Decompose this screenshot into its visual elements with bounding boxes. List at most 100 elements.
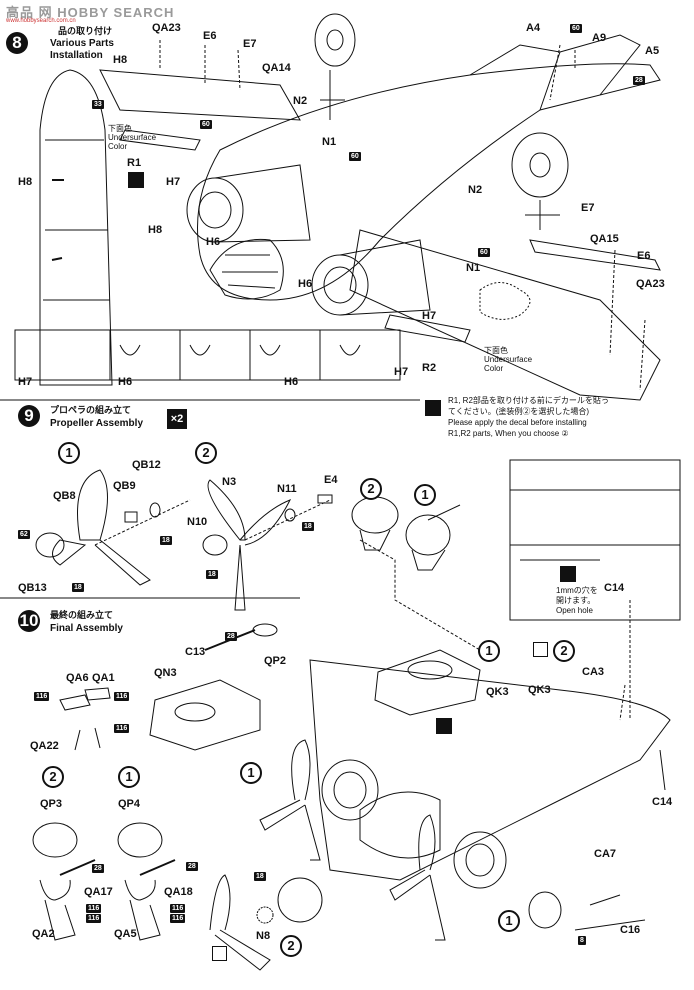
option-1-marker: 1 (118, 766, 140, 788)
color-code-badge: 60 (200, 120, 212, 129)
part-label-qa1: QA1 (92, 672, 115, 684)
part-label-h7-strip-2: H7 (394, 366, 409, 378)
option-2-marker: 2 (280, 935, 302, 957)
option-1-marker: 1 (478, 640, 500, 662)
part-label-e6: E6 (203, 30, 217, 42)
part-label-qa5: QA5 (114, 928, 137, 940)
open-hole-jp-1: 1mmの穴を (556, 586, 598, 595)
part-label-h8: H8 (113, 54, 128, 66)
step-8-title-jp: 品の取り付け (58, 26, 113, 36)
undersurface-note-top-en-2: Color (108, 142, 128, 151)
part-label-r2: R2 (422, 362, 437, 374)
color-code-badge: 116 (114, 724, 130, 733)
option-1-marker: 1 (58, 442, 80, 464)
part-label-a4: A4 (526, 22, 541, 34)
decal-note-en-2: R1,R2 parts, When you choose ② (448, 429, 569, 438)
part-label-n10: N10 (187, 516, 208, 528)
decal-icon (425, 400, 441, 416)
color-code-badge: 28 (92, 864, 104, 873)
part-label-h6: H6 (206, 236, 221, 248)
color-code-badge: 28 (225, 632, 237, 641)
option-2-marker: 2 (553, 640, 575, 662)
part-label-h6-strip-2: H6 (284, 376, 299, 388)
undersurface-note-top-en-1: Undersurface (108, 133, 157, 142)
part-label-h6-right: H6 (298, 278, 313, 290)
part-label-a9: A9 (592, 32, 607, 44)
color-code-badge: 28 (633, 76, 645, 85)
option-1-marker: 1 (240, 762, 262, 784)
part-label-qa22: QA22 (30, 740, 59, 752)
color-code-badge: 116 (170, 914, 186, 923)
part-label-e4: E4 (324, 474, 338, 486)
part-label-h8-fin-top: H8 (18, 176, 33, 188)
undersurface-note-bottom-en-2: Color (484, 364, 504, 373)
part-label-qa17: QA17 (84, 886, 113, 898)
part-label-n11: N11 (277, 483, 297, 495)
color-code-badge: 60 (570, 24, 582, 33)
color-code-badge: 116 (114, 692, 130, 701)
undersurface-note-top-jp: 下面色 (108, 124, 132, 133)
part-label-h7: H7 (166, 176, 181, 188)
undersurface-note-bottom-jp: 下面色 (484, 346, 508, 355)
color-code-badge: 18 (160, 536, 172, 545)
part-label-qk3-alt: QK3 (528, 684, 551, 696)
color-code-badge: 18 (254, 872, 266, 881)
undersurface-note-bottom-en-1: Undersurface (484, 355, 533, 364)
color-code-badge: 116 (34, 692, 50, 701)
part-label-qa18: QA18 (164, 886, 193, 898)
part-label-qp3: QP3 (40, 798, 63, 810)
decal-note-jp-2: てください。(塗装例②を選択した場合) (448, 407, 590, 416)
part-label-qb13: QB13 (18, 582, 47, 594)
cement-icon (533, 642, 548, 657)
part-label-n2-right: N2 (468, 184, 483, 196)
multiplier-badge: ×2 (167, 409, 187, 429)
part-label-c13: C13 (185, 646, 206, 658)
color-code-badge: 116 (86, 904, 102, 913)
decal-note-jp-1: R1, R2部品を取り付ける前にデカールを貼っ (448, 396, 609, 405)
decal-icon (128, 172, 144, 188)
part-label-n1: N1 (322, 136, 337, 148)
part-label-qa14: QA14 (262, 62, 291, 74)
part-label-qa23-right: QA23 (636, 278, 665, 290)
color-code-badge: 60 (478, 248, 490, 257)
part-label-qb12: QB12 (132, 459, 161, 471)
part-label-n8: N8 (256, 930, 271, 942)
option-1-marker: 1 (498, 910, 520, 932)
part-label-n1-right: N1 (466, 262, 481, 274)
option-1-marker: 1 (414, 484, 436, 506)
part-label-h7-strip-1: H7 (18, 376, 33, 388)
option-2-marker: 2 (42, 766, 64, 788)
step-9-title-jp: プロペラの組み立て (50, 405, 132, 415)
color-code-badge: 28 (186, 862, 198, 871)
part-label-qb9: QB9 (113, 480, 136, 492)
color-code-badge: 60 (349, 152, 361, 161)
watermark-brand: 高品 网 HOBBY SEARCH (6, 5, 175, 20)
part-label-a5: A5 (645, 45, 660, 57)
color-code-badge: 18 (72, 583, 84, 592)
part-label-h6-strip-1: H6 (118, 376, 133, 388)
color-code-badge: 18 (206, 570, 218, 579)
step-8-title-en-1: Various Parts (50, 38, 114, 49)
color-code-badge: 116 (170, 904, 186, 913)
part-label-e7: E7 (243, 38, 257, 50)
color-code-badge: 33 (92, 100, 104, 109)
part-label-qa2: QA2 (32, 928, 55, 940)
part-label-e6-right: E6 (637, 250, 651, 262)
decal-note-en-1: Please apply the decal before installing (448, 418, 587, 427)
step-10-title-en: Final Assembly (50, 623, 123, 634)
no-cement-icon (212, 946, 227, 961)
drill-icon (436, 718, 452, 734)
step-10-number: 10 (18, 610, 40, 632)
part-label-c16: C16 (620, 924, 641, 936)
part-label-n3: N3 (222, 476, 237, 488)
color-code-badge: 116 (86, 914, 102, 923)
part-label-r1: R1 (127, 157, 142, 169)
open-hole-jp-2: 開けます。 (556, 596, 596, 605)
part-label-e7-right: E7 (581, 202, 595, 214)
part-label-qp2: QP2 (264, 655, 287, 667)
drill-icon (560, 566, 576, 582)
part-label-h8-fin-bottom: H8 (148, 224, 163, 236)
part-label-qa6: QA6 (66, 672, 89, 684)
part-label-qb8: QB8 (53, 490, 76, 502)
